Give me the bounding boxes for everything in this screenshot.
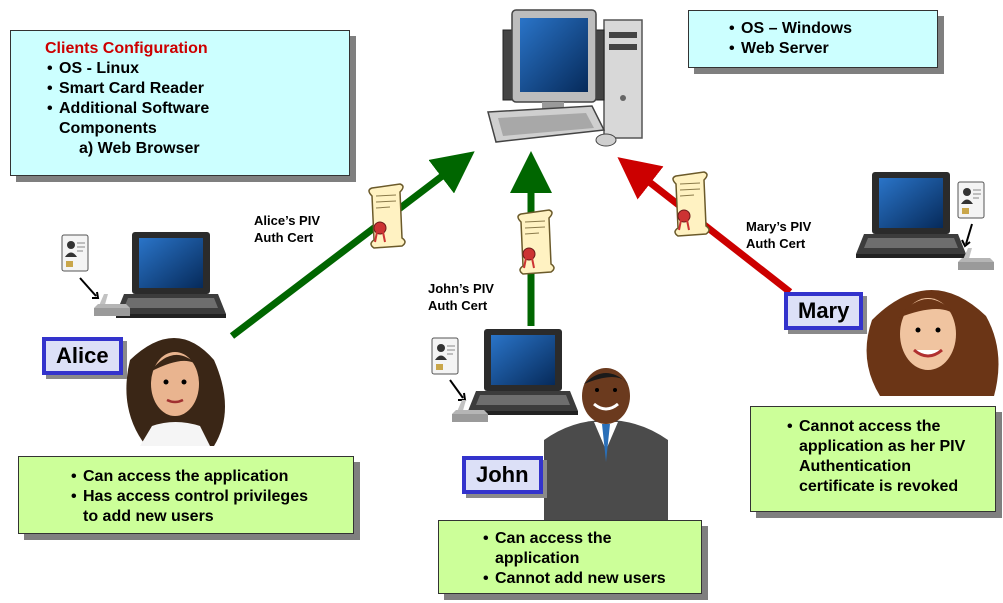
client-config-title: Clients Configuration <box>45 40 208 57</box>
alice-note-admin: Has access control privileges to add new… <box>69 487 323 527</box>
server-os-item: OS – Windows <box>727 19 937 39</box>
server-computer-icon <box>487 9 643 147</box>
client-config-box: Clients Configuration OS - Linux Smart C… <box>10 30 350 176</box>
mary-name-label: Mary <box>784 292 864 330</box>
john-note-access: Can access the application <box>481 529 645 569</box>
alice-name-label: Alice <box>42 337 123 375</box>
alice-note-access: Can access the application <box>69 467 353 487</box>
client-software-item: Additional Software Components <box>45 99 349 139</box>
mary-note-revoked: Cannot access the application as her PIV… <box>785 417 987 497</box>
john-note-add-users: Cannot add new users <box>481 569 701 589</box>
client-os-item: OS - Linux <box>45 59 349 79</box>
john-cert-label: John’s PIV Auth Cert <box>428 281 494 313</box>
mary-notes-box: Cannot access the application as her PIV… <box>750 406 996 512</box>
john-notes-box: Can access the application Cannot add ne… <box>438 520 702 594</box>
mary-piv-card-icon <box>957 181 985 219</box>
client-smartcard-item: Smart Card Reader <box>45 79 349 99</box>
mary-cert-label: Mary’s PIV Auth Cert <box>746 219 812 251</box>
mary-laptop-icon <box>856 172 966 258</box>
alice-portrait-icon <box>126 338 225 446</box>
john-portrait-icon <box>544 368 668 520</box>
mary-certificate-scroll-icon <box>672 171 710 237</box>
john-laptop-icon <box>468 329 578 415</box>
alice-laptop-icon <box>116 232 226 318</box>
mary-cert-arrow <box>617 157 793 295</box>
alice-notes-box: Can access the application Has access co… <box>18 456 354 534</box>
alice-certificate-scroll-icon <box>368 183 406 249</box>
alice-cert-label: Alice’s PIV Auth Cert <box>254 213 320 245</box>
server-config-box: OS – Windows Web Server <box>688 10 938 68</box>
server-web-server-item: Web Server <box>727 39 937 59</box>
john-piv-card-icon <box>431 337 459 375</box>
john-certificate-scroll-icon <box>517 209 555 275</box>
alice-cert-arrow <box>229 151 475 339</box>
john-name-label: John <box>462 456 543 494</box>
alice-piv-card-icon <box>61 234 89 272</box>
mary-portrait-icon <box>866 289 999 396</box>
client-web-browser-item: a) Web Browser <box>79 140 200 157</box>
